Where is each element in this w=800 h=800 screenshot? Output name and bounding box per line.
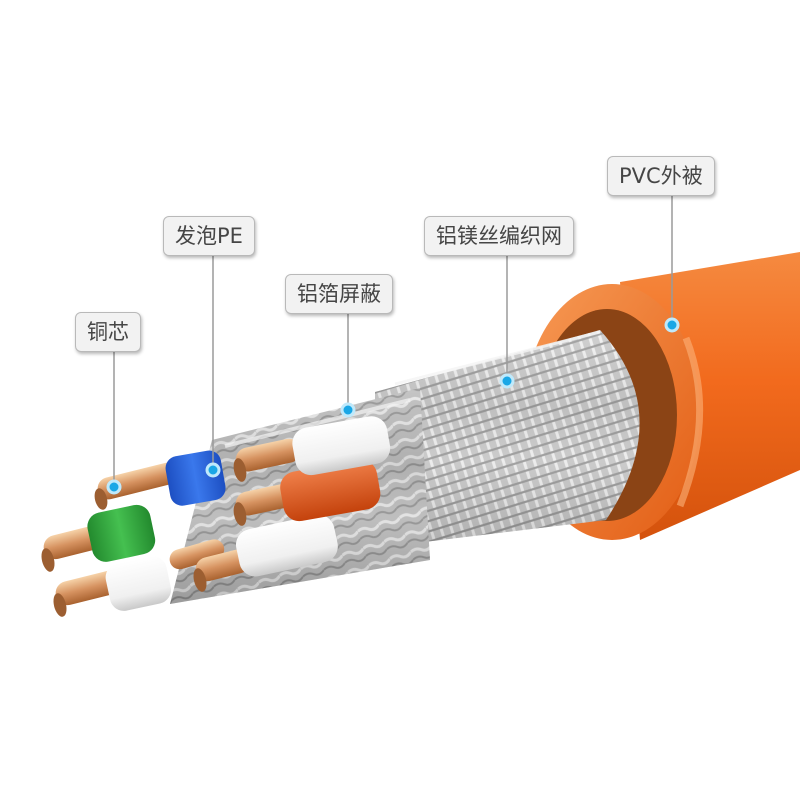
marker-braid [499, 373, 515, 389]
marker-copper-core [106, 479, 122, 495]
marker-foam-pe [205, 462, 221, 478]
leader-lines [113, 196, 673, 487]
marker-jacket [664, 317, 680, 333]
callout-braid: 铝镁丝编织网 [424, 216, 574, 256]
conductor-white-lower [53, 556, 172, 617]
callout-foam-pe: 发泡PE [163, 216, 255, 256]
braided-shield [375, 330, 640, 548]
callout-copper-core: 铜芯 [75, 312, 141, 352]
conductor-orange [233, 459, 381, 526]
conductor-copper-small [169, 539, 225, 570]
callout-jacket: PVC外被 [607, 156, 715, 196]
conductor-white-upper [233, 416, 391, 482]
marker-foil-shield [340, 402, 356, 418]
callout-markers [106, 317, 680, 495]
conductor-white-middle [193, 514, 338, 592]
callout-foil-shield: 铝箔屏蔽 [285, 274, 393, 314]
conductor-green [41, 504, 156, 572]
